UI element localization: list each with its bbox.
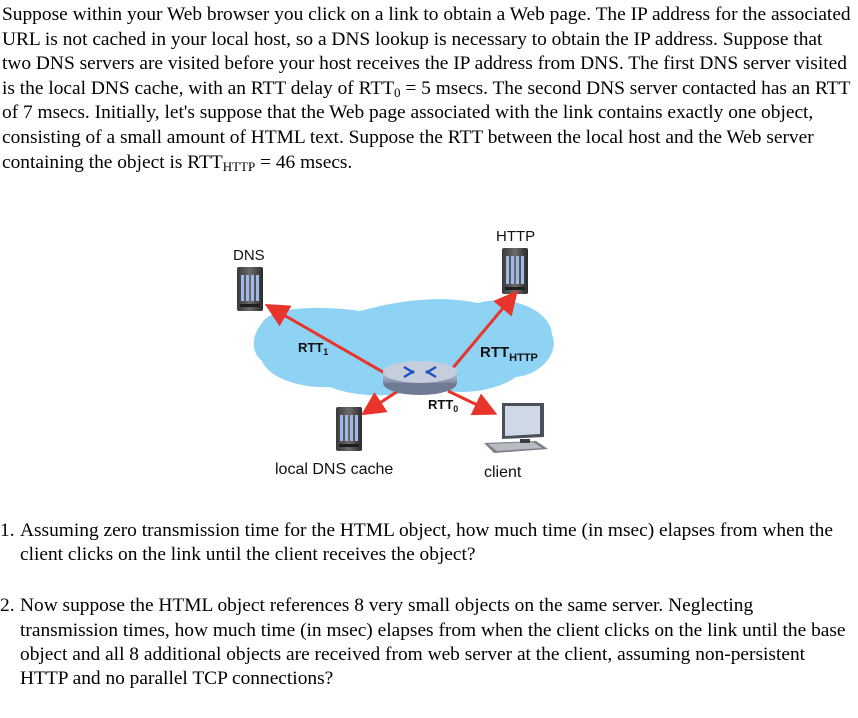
rtthttp-symbol: RTT [187, 151, 223, 173]
rtthttp-value-text: = 46 msecs. [255, 151, 353, 173]
client-computer-icon [484, 403, 548, 453]
rtthttp-arrow [450, 290, 518, 370]
network-diagram: DNS HTTP local DNS cache client [233, 228, 554, 481]
rtt1-label: RTT1 [298, 340, 328, 357]
client-label: client [484, 464, 522, 481]
rtt0-label: RTT0 [428, 397, 458, 414]
rtthttp-subscript: HTTP [222, 158, 256, 174]
rtt0-value-text: = 5 msecs. The second DNS server contact… [2, 77, 851, 173]
client-arrow [447, 389, 498, 416]
problem-statement: Suppose within your Web browser you clic… [2, 3, 852, 175]
local-dns-server-icon [336, 407, 362, 451]
rtt1-arrow [264, 304, 389, 377]
http-server-icon [502, 248, 528, 294]
question-2: 2. Now suppose the HTML object reference… [0, 594, 856, 691]
question-1: 1. Assuming zero transmission time for t… [0, 519, 856, 567]
http-label: HTTP [496, 228, 535, 245]
question-1-number: 1. [0, 520, 15, 541]
dns-server-icon [237, 267, 263, 311]
problem-intro: Suppose within your Web browser you clic… [2, 4, 851, 99]
question-2-text: Now suppose the HTML object references 8… [20, 595, 846, 690]
rtthttp-label: RTTHTTP [480, 344, 538, 364]
question-1-text: Assuming zero transmission time for the … [20, 520, 833, 566]
rtt0-arrow [360, 389, 399, 416]
question-2-number: 2. [0, 595, 15, 617]
question-list: 1. Assuming zero transmission time for t… [0, 519, 856, 718]
local-dns-cache-label: local DNS cache [275, 461, 393, 478]
router-icon [383, 361, 457, 395]
network-cloud [253, 299, 554, 396]
dns-label: DNS [233, 247, 265, 264]
rtt0-symbol: RTT [358, 77, 395, 99]
rtt0-subscript: 0 [394, 84, 401, 100]
